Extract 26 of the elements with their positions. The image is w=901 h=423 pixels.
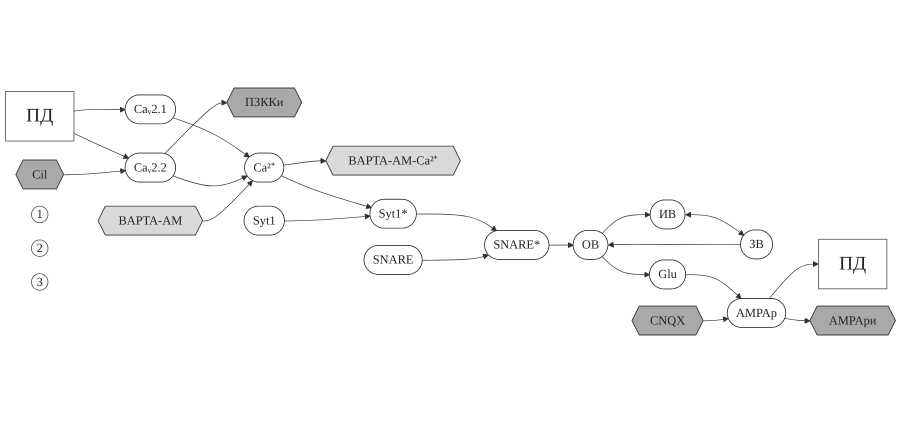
node-box: ПД: [5, 91, 74, 142]
arrow: [284, 214, 371, 222]
arrow: [703, 316, 729, 322]
node-circle: 3: [31, 273, 48, 291]
arrow: [602, 256, 650, 278]
arrow: [74, 106, 126, 113]
arrow: [281, 176, 372, 210]
node-circle: 2: [31, 240, 48, 257]
arrow: [784, 318, 810, 324]
arrow: [284, 158, 326, 166]
arrow: [422, 254, 489, 261]
arrow: [608, 242, 742, 248]
arrow: [768, 261, 819, 300]
node-box: ПД: [818, 238, 888, 290]
arrow: [202, 180, 253, 222]
arrow: [164, 100, 228, 154]
arrow: [416, 214, 498, 232]
arrow: [685, 212, 744, 236]
arrow: [64, 168, 126, 176]
arrow: [548, 242, 574, 248]
arrow: [74, 132, 130, 159]
arrow: [173, 175, 248, 186]
arrow: [686, 274, 742, 300]
arrow: [173, 118, 250, 158]
node-circle: 1: [31, 206, 48, 224]
arrow: [602, 212, 651, 234]
